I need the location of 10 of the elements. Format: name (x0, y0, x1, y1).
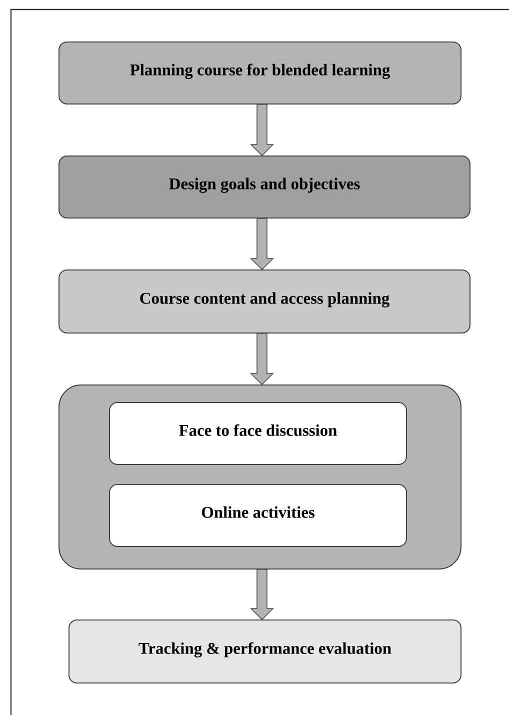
process-box: Planning course for blended learning (58, 42, 462, 104)
process-box: Design goals and objectives (58, 156, 470, 218)
block-arrow (250, 218, 274, 270)
activity-box: Online activities (109, 484, 407, 547)
process-box: Course content and access planning (58, 270, 470, 334)
block-arrow (250, 569, 274, 620)
block-arrow (250, 333, 274, 386)
process-box: Tracking & performance evaluation (68, 620, 462, 684)
activity-box: Face to face discussion (109, 402, 407, 465)
block-arrow (250, 104, 274, 156)
